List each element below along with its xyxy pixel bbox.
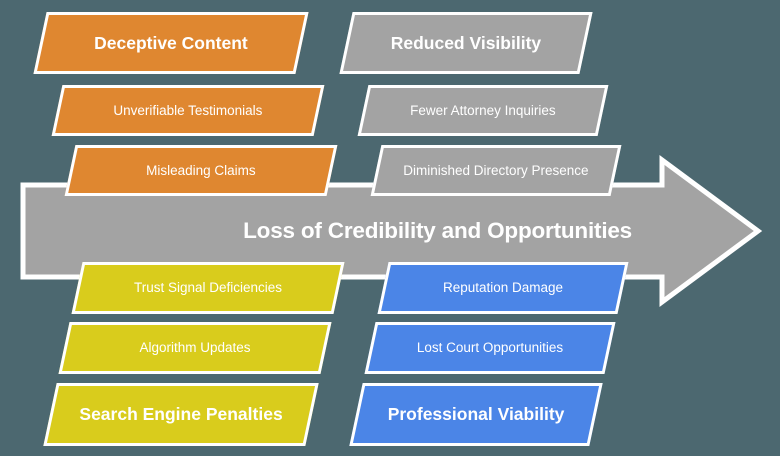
branch-item-label: Misleading Claims xyxy=(146,162,256,178)
arrow-title: Loss of Credibility and Opportunities xyxy=(243,218,632,243)
branch-header-label: Reduced Visibility xyxy=(390,32,542,53)
branch-item-label: Diminished Directory Presence xyxy=(403,162,589,178)
branch-item-label: Lost Court Opportunities xyxy=(416,340,564,356)
branch-header-deceptive-content[interactable]: Deceptive Content xyxy=(33,12,309,74)
branch-item-label: Fewer Attorney Inquiries xyxy=(410,102,556,118)
branch-header-label: Deceptive Content xyxy=(94,32,248,53)
branch-item-reputation-damage[interactable]: Reputation Damage xyxy=(377,262,629,314)
branch-header-search-engine-penalties[interactable]: Search Engine Penalties xyxy=(43,383,319,446)
branch-item-unverifiable-testimonials[interactable]: Unverifiable Testimonials xyxy=(51,85,325,136)
branch-item-label: Reputation Damage xyxy=(442,280,564,296)
branch-item-diminished-directory-presence[interactable]: Diminished Directory Presence xyxy=(370,145,622,196)
branch-item-algorithm-updates[interactable]: Algorithm Updates xyxy=(58,322,332,374)
branch-item-label: Algorithm Updates xyxy=(139,340,251,356)
branch-item-label: Unverifiable Testimonials xyxy=(113,102,263,118)
branch-header-reduced-visibility[interactable]: Reduced Visibility xyxy=(339,12,593,74)
branch-header-label: Search Engine Penalties xyxy=(79,404,283,425)
branch-item-lost-court-opportunities[interactable]: Lost Court Opportunities xyxy=(364,322,616,374)
branch-item-label: Trust Signal Deficiencies xyxy=(133,280,283,296)
branch-item-fewer-attorney-inquiries[interactable]: Fewer Attorney Inquiries xyxy=(357,85,609,136)
branch-item-trust-signal-deficiencies[interactable]: Trust Signal Deficiencies xyxy=(71,262,345,314)
branch-header-professional-viability[interactable]: Professional Viability xyxy=(349,383,603,446)
branch-header-label: Professional Viability xyxy=(387,404,565,425)
branch-item-misleading-claims[interactable]: Misleading Claims xyxy=(64,145,338,196)
